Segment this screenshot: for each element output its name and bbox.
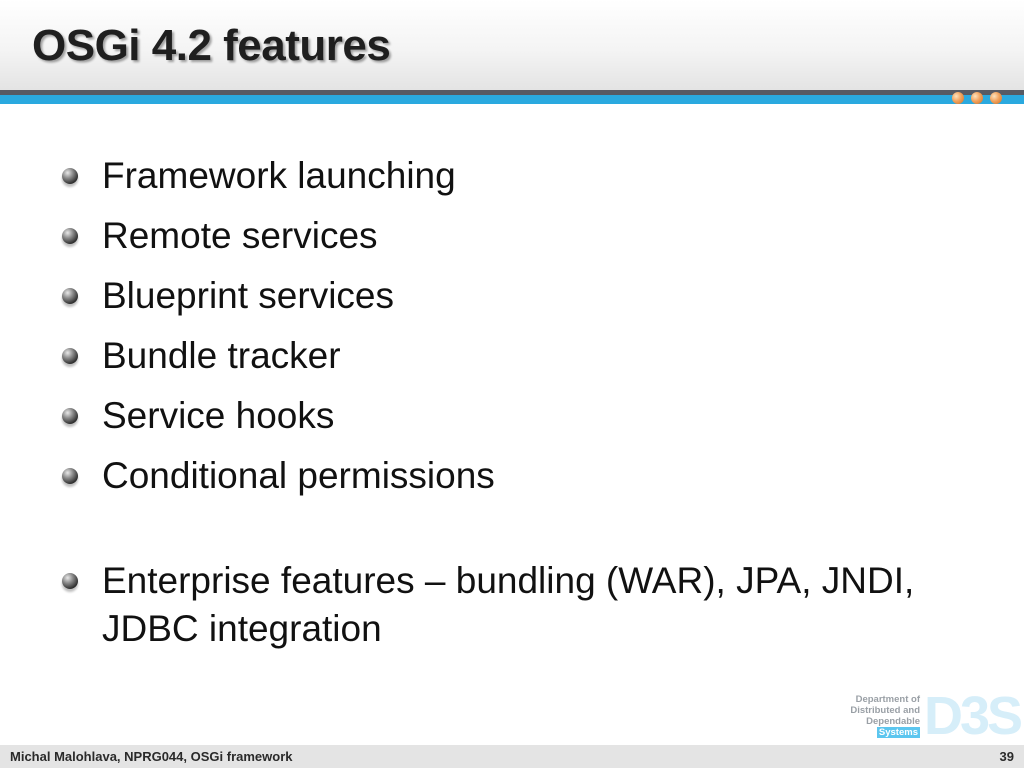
header-divider-dark xyxy=(0,90,1024,95)
bullet-text: Enterprise features – bundling (WAR), JP… xyxy=(102,560,915,649)
bullet-icon xyxy=(62,228,78,244)
bullet-text: Service hooks xyxy=(102,395,335,436)
list-item: Conditional permissions xyxy=(62,452,962,500)
list-item: Bundle tracker xyxy=(62,332,962,380)
list-item: Framework launching xyxy=(62,152,962,200)
dot-icon xyxy=(990,92,1002,104)
bullet-text: Conditional permissions xyxy=(102,455,495,496)
header-divider-blue xyxy=(0,95,1024,104)
list-item: Enterprise features – bundling (WAR), JP… xyxy=(62,557,962,653)
logo-text: Department of Distributed and Dependable… xyxy=(850,694,920,738)
logo-line: Department of xyxy=(855,694,920,705)
department-logo: Department of Distributed and Dependable… xyxy=(842,686,1023,746)
bullet-text: Bundle tracker xyxy=(102,335,341,376)
dot-icon xyxy=(952,92,964,104)
bullet-icon xyxy=(62,168,78,184)
bullet-text: Framework launching xyxy=(102,155,456,196)
decorative-dots xyxy=(952,92,1002,104)
bullet-icon xyxy=(62,408,78,424)
logo-line: Systems xyxy=(876,727,920,738)
bullet-icon xyxy=(62,573,78,589)
title-band xyxy=(0,0,1024,90)
slide-title: OSGi 4.2 features xyxy=(32,21,391,70)
footer-author: Michal Malohlava, NPRG044, OSGi framewor… xyxy=(10,749,293,764)
bullet-icon xyxy=(62,288,78,304)
bullet-icon xyxy=(62,348,78,364)
page-number: 39 xyxy=(999,749,1014,764)
bullet-text: Remote services xyxy=(102,215,378,256)
list-item: Blueprint services xyxy=(62,272,962,320)
bullet-list: Framework launching Remote services Blue… xyxy=(62,152,962,665)
list-item: Service hooks xyxy=(62,392,962,440)
footer-bar: Michal Malohlava, NPRG044, OSGi framewor… xyxy=(0,745,1024,768)
list-item: Remote services xyxy=(62,212,962,260)
logo-line: Dependable xyxy=(866,716,920,727)
bullet-text: Blueprint services xyxy=(102,275,395,316)
logo-mark: D3S xyxy=(923,686,1023,746)
logo-line: Distributed and xyxy=(850,705,920,716)
bullet-icon xyxy=(62,468,78,484)
dot-icon xyxy=(971,92,983,104)
